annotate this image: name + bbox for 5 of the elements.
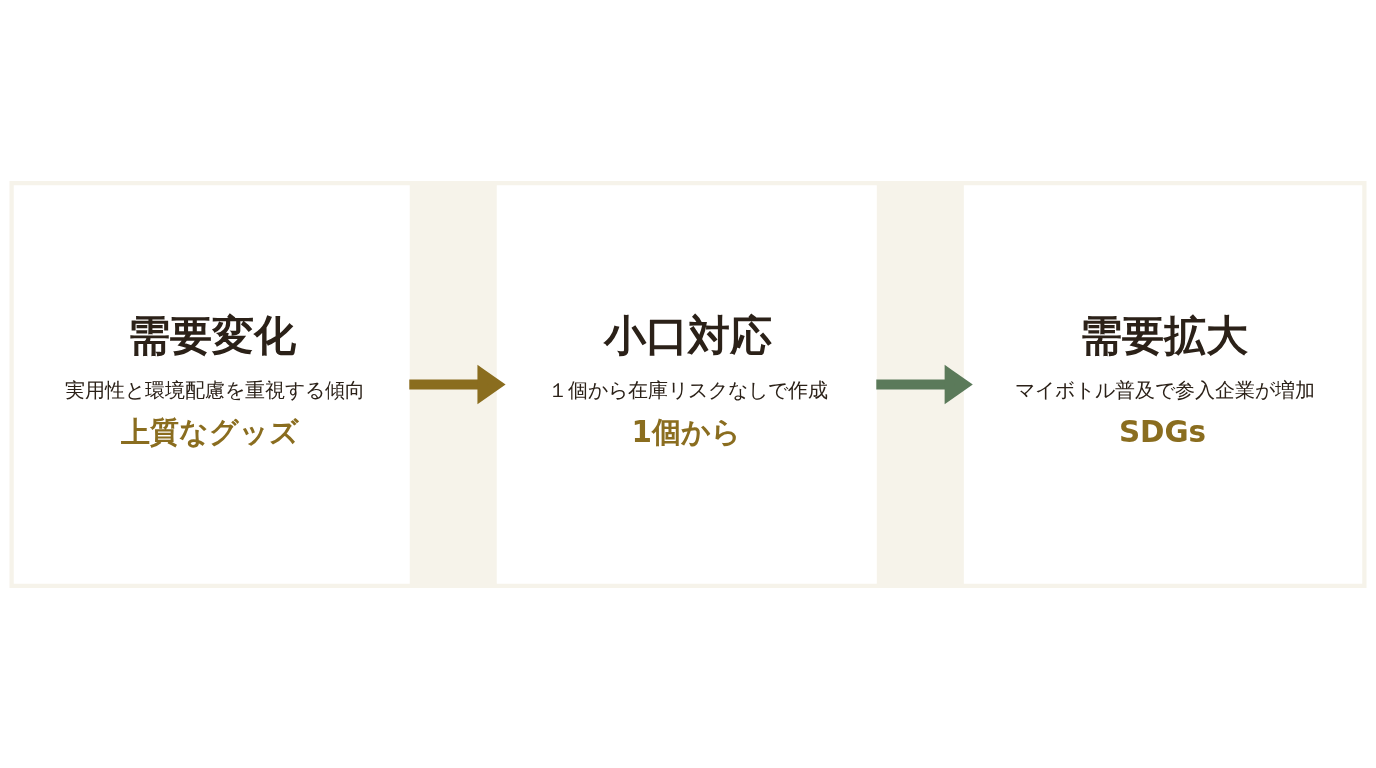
arrow <box>409 364 506 404</box>
node-box: 小口対応 １個から在庫リスクなしで作成 1個から <box>496 184 877 584</box>
arrow <box>876 364 973 404</box>
node-box: 需要変化 実用性と環境配慮を重視する傾向 上質なグッズ <box>13 184 410 584</box>
node-box: 需要拡大 マイボトル普及で参入企業が増加 SDGs <box>963 184 1363 584</box>
